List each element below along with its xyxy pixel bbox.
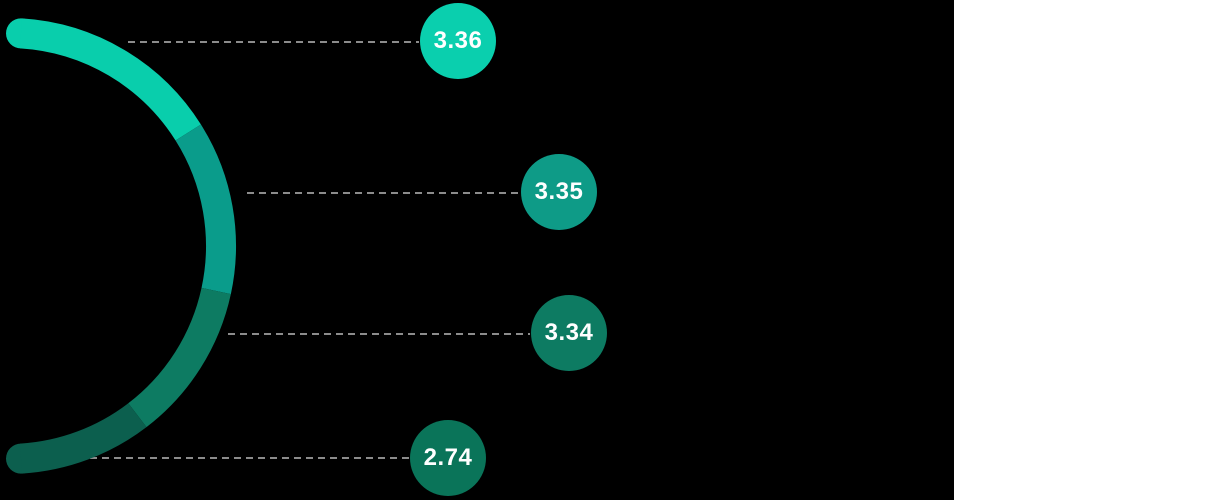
value-badge-label: 2.74: [423, 444, 473, 471]
value-badge-0: 3.36: [420, 3, 496, 79]
value-badge-3: 2.74: [410, 420, 486, 496]
donut-arc-svg: [6, 18, 530, 474]
value-badge-label: 3.34: [544, 319, 594, 346]
arc-segment-2: [128, 287, 231, 428]
arc-segment-0: [19, 18, 201, 141]
right-blank-panel: [954, 0, 1231, 500]
arc-segment-1: [175, 124, 236, 295]
value-badge-label: 3.36: [433, 27, 483, 54]
value-badge-2: 3.34: [531, 295, 607, 371]
arc-segment-3: [19, 403, 147, 474]
value-badge-1: 3.35: [521, 154, 597, 230]
value-badge-label: 3.35: [534, 178, 584, 205]
